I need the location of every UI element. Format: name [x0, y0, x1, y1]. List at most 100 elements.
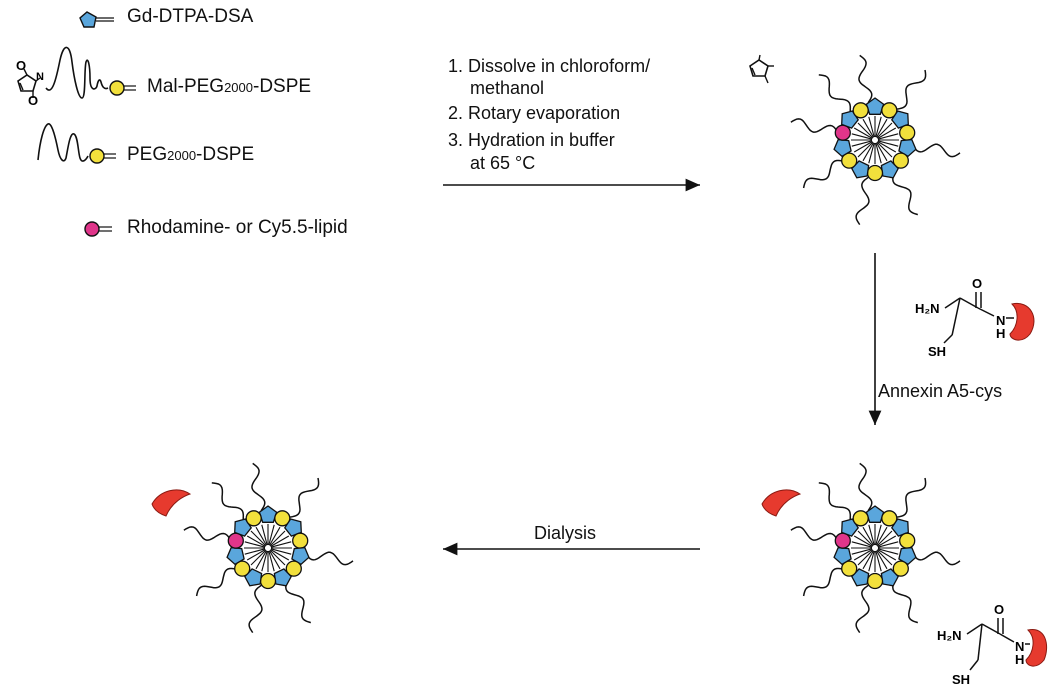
lipid-tail [868, 550, 875, 572]
h-label: H [996, 326, 1005, 341]
annexin-icon [1025, 629, 1048, 667]
peg-bead-icon [234, 560, 251, 577]
lipid-tail [875, 524, 882, 546]
lipid-tail [877, 541, 899, 548]
peg-bead-icon [881, 102, 898, 119]
peg-chain [896, 69, 927, 110]
peg-bead-icon [292, 532, 309, 549]
peg-subscript: 2000 [167, 148, 197, 163]
peg-bead-icon [899, 532, 916, 549]
lipid-tail [875, 550, 882, 572]
peg-chain [855, 584, 870, 634]
thiol-label: SH [952, 672, 970, 687]
lipid-tail [261, 524, 268, 546]
svg-text:N: N [36, 71, 44, 83]
step-3-line-1: 3. Hydration in buffer [448, 130, 615, 150]
peg-bead-icon [89, 148, 105, 164]
n-label: N [1015, 639, 1024, 654]
lipid-tail [851, 548, 873, 555]
peg-bead-icon [852, 510, 869, 527]
peg-chain [855, 176, 870, 226]
gd-pentagon-icon [865, 505, 885, 523]
gd-pentagon-icon [880, 568, 899, 587]
peg-chain [289, 477, 320, 518]
lipid-tail [868, 116, 875, 138]
peg-chain [818, 74, 852, 112]
lipid-tail [246, 535, 266, 547]
legend-dye-glyph [84, 221, 112, 237]
maleimide-icon [749, 54, 774, 84]
lipid-tail [851, 140, 873, 147]
lipid-tail [857, 549, 874, 566]
lipid-tail [857, 141, 874, 158]
lipid-tail [876, 550, 888, 570]
lipid-tail [857, 530, 874, 547]
lipid-tail [244, 548, 266, 555]
svg-text:O: O [16, 58, 26, 73]
oxygen-label: O [994, 602, 1004, 617]
mal-peg-prefix: Mal-PEG [147, 76, 225, 97]
gd-pentagon-icon [841, 110, 860, 129]
gd-pentagon-icon [890, 110, 909, 129]
lipid-tail [877, 127, 897, 139]
maleimide-icon [17, 68, 41, 98]
lipid-tail [868, 142, 875, 164]
peg-chain [251, 462, 266, 512]
peg-chain [248, 584, 263, 634]
peg-bead-icon [841, 560, 858, 577]
micelle-annexin-with-free-protein [790, 462, 961, 634]
peg-chain [790, 526, 839, 541]
legend-label-peg-dspe: PEG2000-DSPE [127, 144, 254, 166]
lipid-tail [250, 530, 267, 547]
gd-pentagon-icon [258, 505, 278, 523]
lipid-tail [270, 549, 290, 561]
legend-mal-peg-glyph: O O N [16, 46, 136, 108]
peg-prefix: PEG [127, 144, 168, 165]
lipid-tail [876, 142, 888, 162]
peg-chain [858, 54, 873, 104]
lipid-tail [270, 535, 290, 547]
lipid-tail [875, 142, 882, 164]
dialysis-label: Dialysis [534, 523, 597, 543]
annexin-cys-structure: H₂N O N H SH [915, 276, 1035, 359]
peg-bead-icon [899, 124, 916, 141]
lipid-tail [270, 541, 292, 548]
lipid-tail [851, 133, 873, 140]
mal-peg-subscript: 2000 [224, 80, 253, 95]
lipid-tail [877, 133, 899, 140]
gd-pentagon-icon [865, 97, 885, 115]
legend-peg-glyph [37, 123, 116, 164]
lipid-tail [876, 141, 893, 158]
lipid-tail [853, 141, 873, 153]
micelle-maleimide [790, 54, 961, 226]
gd-pentagon-icon [283, 518, 302, 537]
gd-pentagon-icon [841, 518, 860, 537]
micelle-annexin-purified [183, 462, 354, 634]
peg-bead-icon [866, 164, 884, 182]
lipid-tail [877, 535, 897, 547]
peg-chain [195, 567, 237, 597]
peg-chain [858, 462, 873, 512]
free-annexin-cys-structure: H₂N O N H SH [937, 602, 1048, 687]
lipid-tail [868, 524, 875, 546]
lipid-tail [877, 140, 899, 147]
peg-chain [802, 159, 844, 189]
gd-pentagon-icon [79, 11, 97, 28]
step-2: 2. Rotary evaporation [448, 103, 621, 123]
peg-bead-icon [109, 80, 125, 96]
annexin-icon [1009, 302, 1035, 341]
lipid-tail [269, 550, 281, 570]
lipid-tail [255, 550, 267, 570]
lipid-tail [853, 535, 873, 547]
gd-pentagon-icon [898, 138, 917, 158]
peg-bead-icon [892, 152, 909, 169]
amine-label: H₂N [937, 628, 962, 643]
peg-chain [790, 118, 839, 133]
gd-pentagon-icon [890, 518, 909, 537]
peg-chain [285, 580, 312, 624]
peg-bead-icon [259, 572, 277, 590]
lipid-tail [269, 526, 281, 546]
peg-chain [911, 143, 961, 158]
